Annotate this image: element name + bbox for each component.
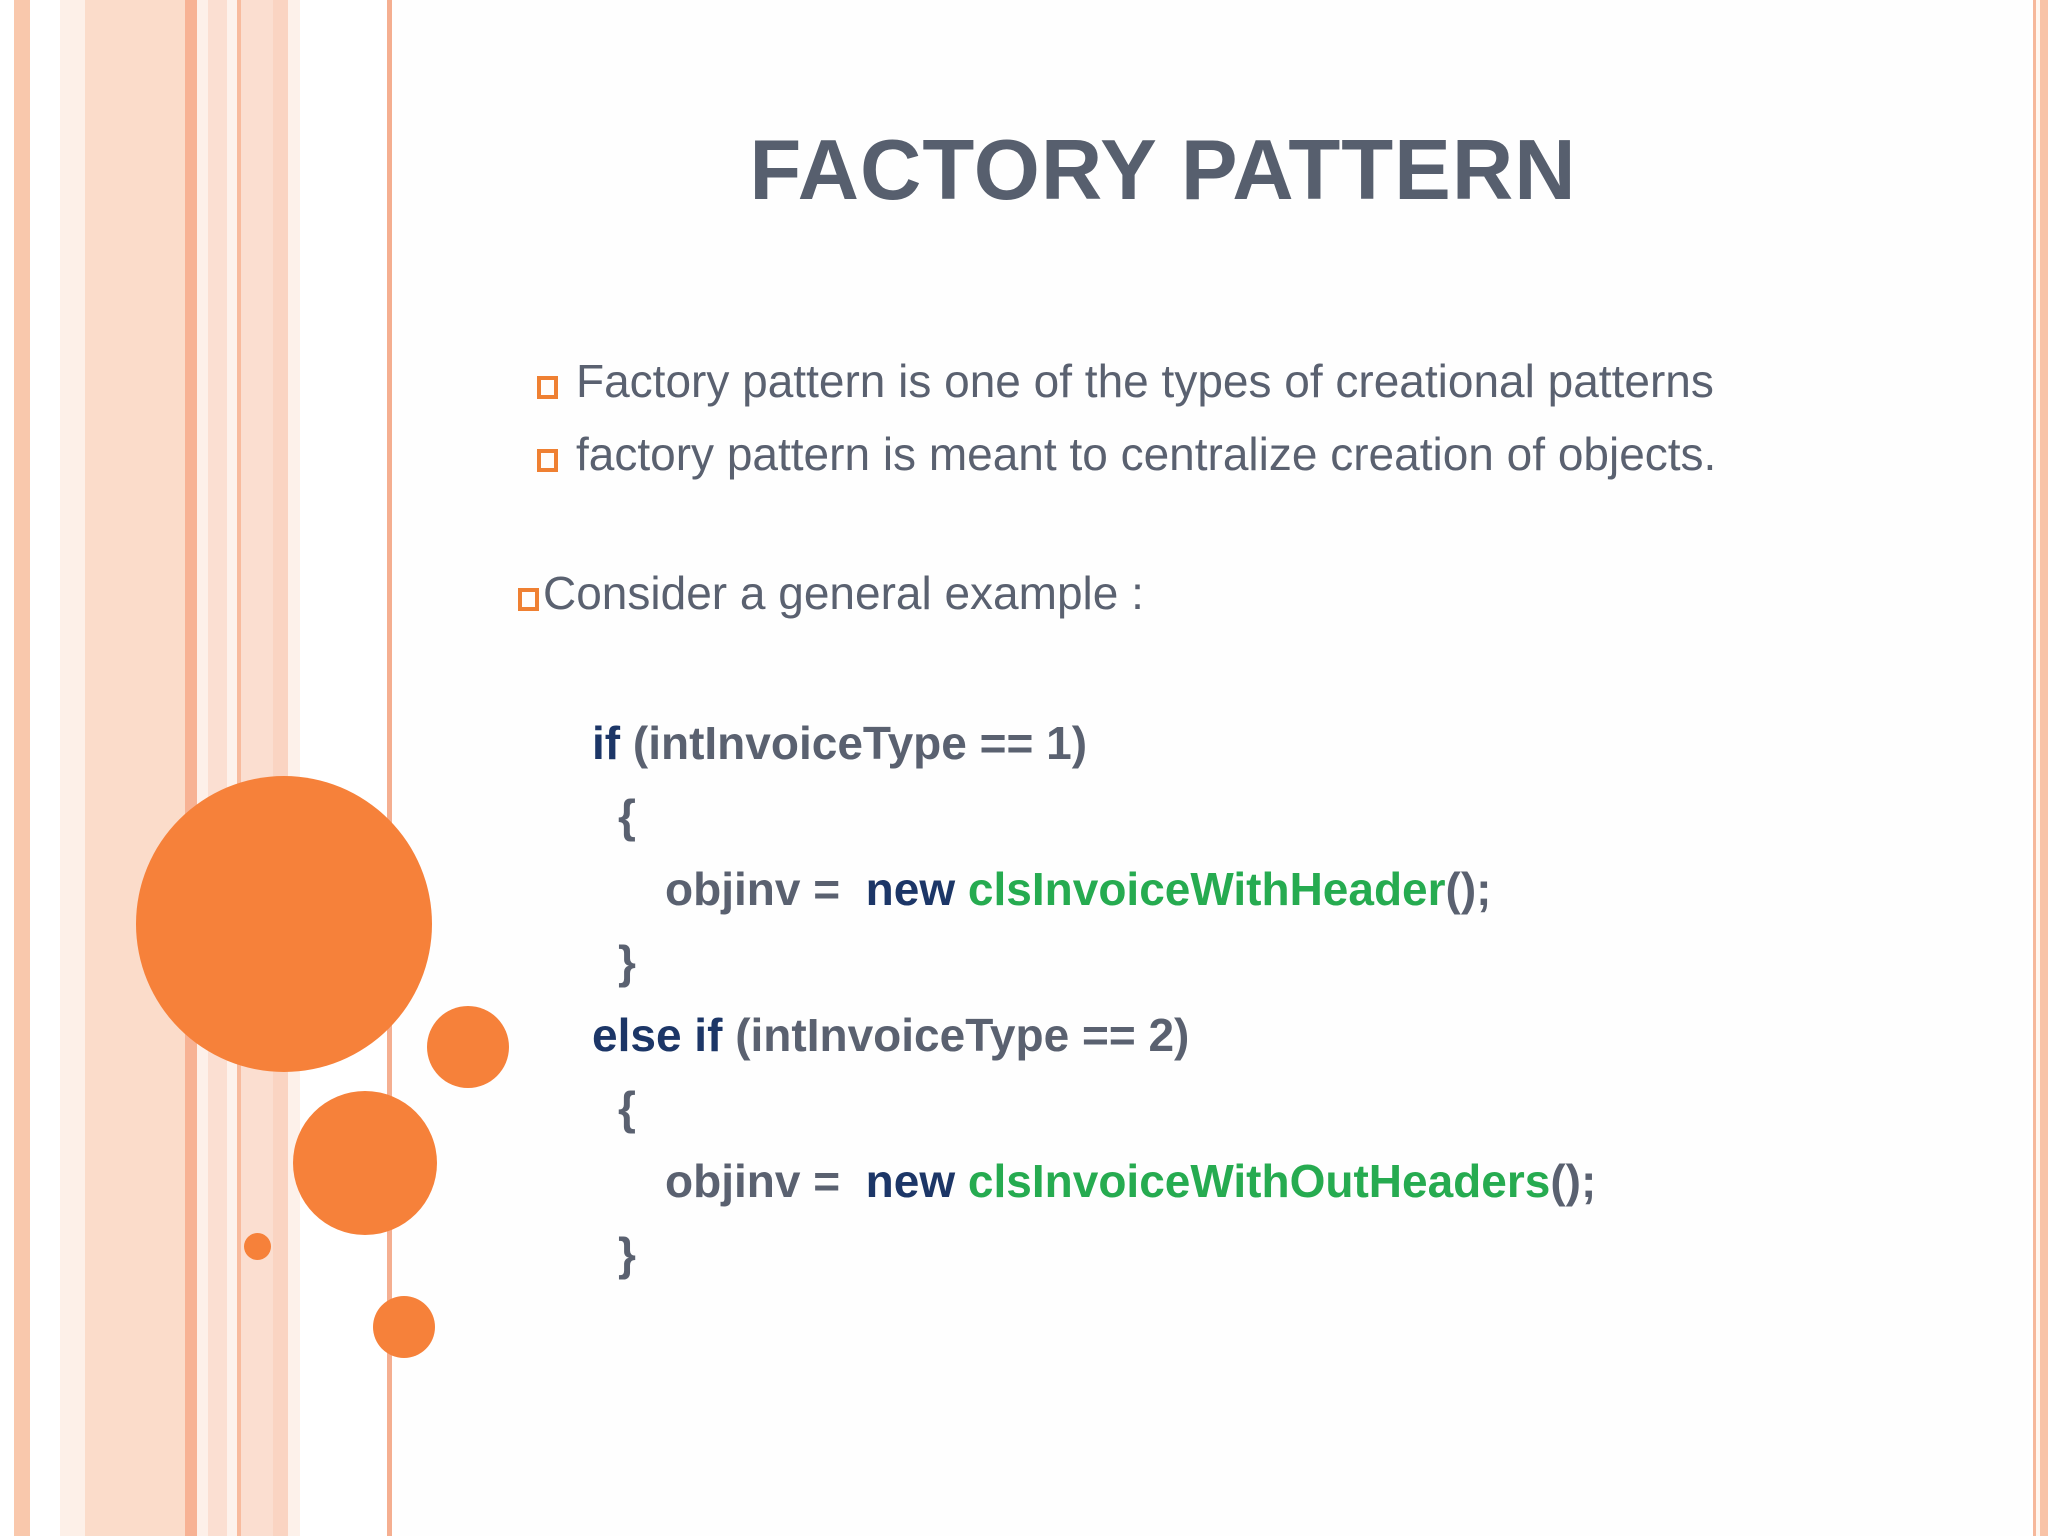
code-line: if (intInvoiceType == 1) xyxy=(592,707,1596,780)
code-token: (); xyxy=(1550,1155,1597,1207)
code-token: { xyxy=(618,790,636,842)
code-token: (); xyxy=(1445,863,1492,915)
code-token xyxy=(955,1155,968,1207)
bullet-text: Factory pattern is one of the types of c… xyxy=(576,355,1714,407)
intro-text: Consider a general example : xyxy=(543,567,1144,619)
code-token: { xyxy=(618,1082,636,1134)
code-line: } xyxy=(592,926,1596,999)
code-token: clsInvoiceWithOutHeaders xyxy=(967,1155,1551,1207)
orange-circle-tiny xyxy=(244,1233,271,1260)
bullet-text: factory pattern is meant to centralize c… xyxy=(576,428,1717,480)
code-line: { xyxy=(592,780,1596,853)
code-token: (intInvoiceType == 2) xyxy=(722,1009,1190,1061)
code-token: if xyxy=(592,717,621,769)
code-line: else if (intInvoiceType == 2) xyxy=(592,999,1596,1072)
code-token: clsInvoiceWithHeader xyxy=(967,863,1446,915)
code-line: } xyxy=(592,1218,1596,1291)
code-block: if (intInvoiceType == 1) { objinv = new cl… xyxy=(592,707,1596,1291)
code-token xyxy=(955,863,968,915)
orange-circle-large xyxy=(136,776,432,1072)
code-token: objinv = xyxy=(665,863,866,915)
orange-circle-small-right xyxy=(427,1006,509,1088)
example-intro-line: Consider a general example : xyxy=(518,557,1144,630)
bullet-list: Factory pattern is one of the types of c… xyxy=(537,345,1716,491)
slide-title: FACTORY PATTERN xyxy=(749,123,1577,218)
bullet-item: factory pattern is meant to centralize c… xyxy=(537,418,1716,491)
code-line: objinv = new clsInvoiceWithHeader(); xyxy=(592,853,1596,926)
code-line: objinv = new clsInvoiceWithOutHeaders(); xyxy=(592,1145,1596,1218)
square-bullet-icon xyxy=(537,376,558,399)
code-token: } xyxy=(618,936,636,988)
code-token: (intInvoiceType == 1) xyxy=(620,717,1088,769)
orange-circle-small-bottom xyxy=(373,1296,435,1358)
code-token: new xyxy=(865,863,956,915)
code-line: { xyxy=(592,1072,1596,1145)
square-bullet-icon xyxy=(537,449,558,472)
code-token: } xyxy=(618,1228,636,1280)
left-stripes-decoration xyxy=(0,0,400,1536)
code-token: else if xyxy=(592,1009,723,1061)
bullet-item: Factory pattern is one of the types of c… xyxy=(537,345,1716,418)
code-token: objinv = xyxy=(665,1155,866,1207)
right-border-decoration xyxy=(2030,0,2048,1536)
orange-circle-medium xyxy=(293,1091,437,1235)
code-token: new xyxy=(865,1155,956,1207)
square-bullet-icon xyxy=(518,588,539,611)
